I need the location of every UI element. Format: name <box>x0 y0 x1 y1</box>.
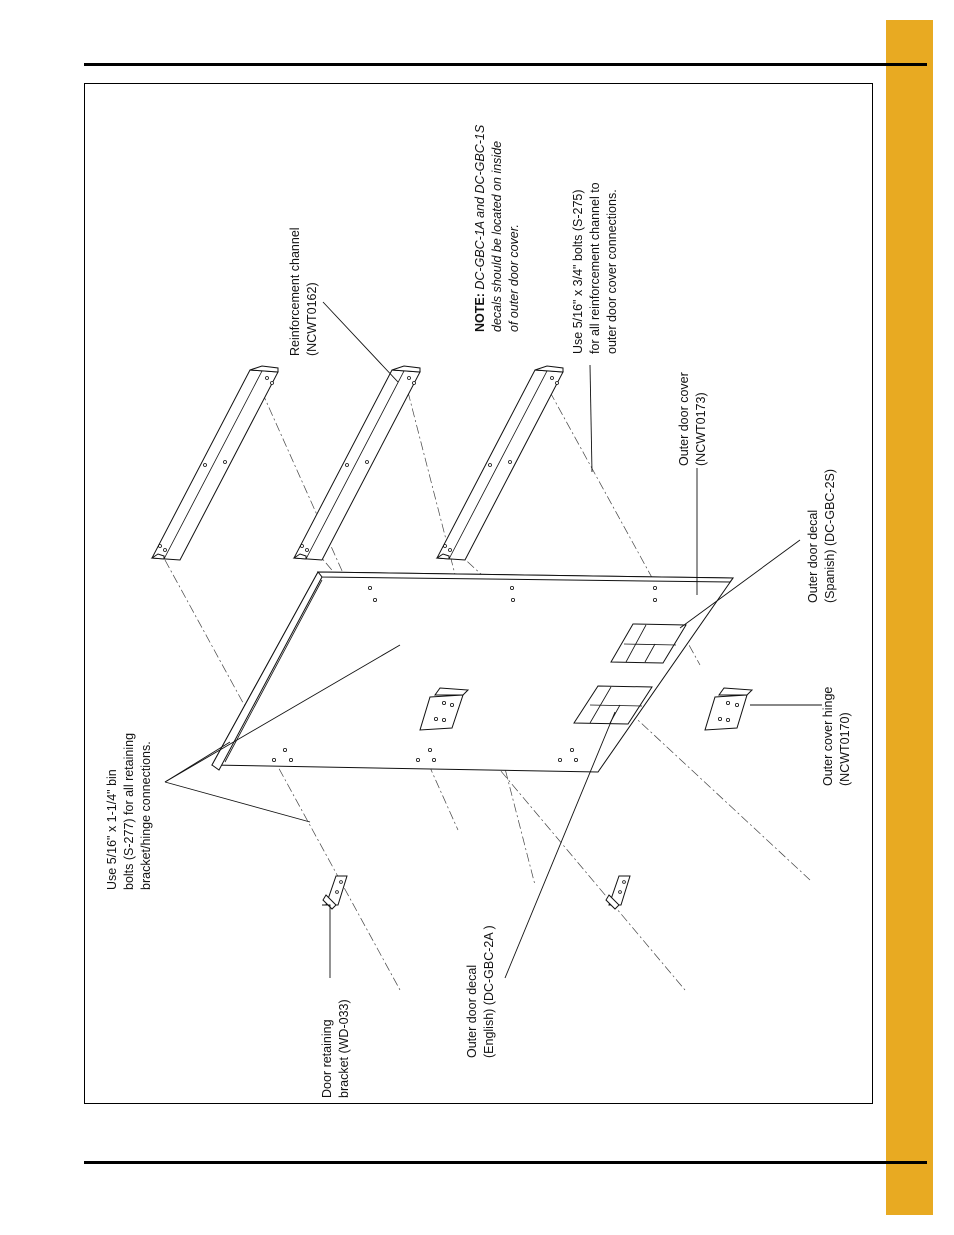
svg-text:(NCWT0173): (NCWT0173) <box>694 392 708 466</box>
note-callout: NOTE: DC-GBC-1A and DC-GBC-1S decals sho… <box>473 124 521 332</box>
reinforcement-channel-1 <box>150 365 279 561</box>
svg-text:NOTE: DC-GBC-1A and DC-GBC-1S: NOTE: DC-GBC-1A and DC-GBC-1S <box>473 124 487 332</box>
svg-text:bracket (WD-033): bracket (WD-033) <box>337 999 351 1098</box>
door-retaining-bracket-label: Door retaining bracket (WD-033) <box>320 999 351 1098</box>
svg-text:(Spanish) (DC-GBC-2S): (Spanish) (DC-GBC-2S) <box>823 469 837 603</box>
bolts-bin-callout: Use 5/16" x 1-1/4" bin bolts (S-277) for… <box>105 733 153 890</box>
svg-text:Outer door cover: Outer door cover <box>677 372 691 466</box>
svg-text:of outer door cover.: of outer door cover. <box>507 224 521 332</box>
figure-frame <box>84 83 873 1104</box>
decal-spanish-label: Outer door decal (Spanish) (DC-GBC-2S) <box>806 469 837 603</box>
outer-cover-hinge-upper <box>419 687 470 731</box>
outer-cover-hinge <box>704 687 754 731</box>
svg-text:bolts (S-277) for all retainin: bolts (S-277) for all retaining <box>122 733 136 890</box>
section-tab <box>886 20 933 1215</box>
decal-spanish <box>610 623 687 664</box>
outer-door-cover-label: Outer door cover (NCWT0173) <box>677 372 708 466</box>
top-rule <box>84 63 927 66</box>
svg-text:for all reinforcement channel: for all reinforcement channel to <box>588 182 602 354</box>
outer-cover-hinge-label: Outer cover hinge (NCWT0170) <box>821 687 852 786</box>
svg-text:(NCWT0170): (NCWT0170) <box>838 712 852 786</box>
svg-text:Outer door decal: Outer door decal <box>465 965 479 1058</box>
bottom-rule <box>84 1161 927 1164</box>
svg-text:(English) (DC-GBC-2A ): (English) (DC-GBC-2A ) <box>482 925 496 1058</box>
door-retaining-bracket <box>322 875 348 910</box>
leader-lines <box>164 301 822 979</box>
svg-text:Door retaining: Door retaining <box>320 1019 334 1098</box>
svg-text:Use 5/16" x 3/4" bolts (S-275): Use 5/16" x 3/4" bolts (S-275) <box>571 189 585 354</box>
svg-text:Reinforcement channel: Reinforcement channel <box>288 227 302 356</box>
reinforcement-channel-3 <box>435 365 564 561</box>
svg-text:Outer door decal: Outer door decal <box>806 510 820 603</box>
outer-door-cover-panel <box>211 571 734 773</box>
decal-english-label: Outer door decal (English) (DC-GBC-2A ) <box>465 925 496 1058</box>
svg-text:bracket/hinge connections.: bracket/hinge connections. <box>139 741 153 890</box>
svg-text:outer door cover connections.: outer door cover connections. <box>605 189 619 354</box>
svg-text:(NCWT0162): (NCWT0162) <box>305 282 319 356</box>
door-retaining-bracket-lower <box>605 875 631 910</box>
reinforcement-channel-2 <box>292 365 421 561</box>
svg-text:Use 5/16" x 1-1/4" bin: Use 5/16" x 1-1/4" bin <box>105 769 119 890</box>
svg-text:Outer cover hinge: Outer cover hinge <box>821 687 835 786</box>
svg-text:decals should be located on in: decals should be located on inside <box>490 141 504 332</box>
bolts-channel-callout: Use 5/16" x 3/4" bolts (S-275) for all r… <box>571 182 619 354</box>
reinforcement-channel-label: Reinforcement channel (NCWT0162) <box>288 227 319 356</box>
